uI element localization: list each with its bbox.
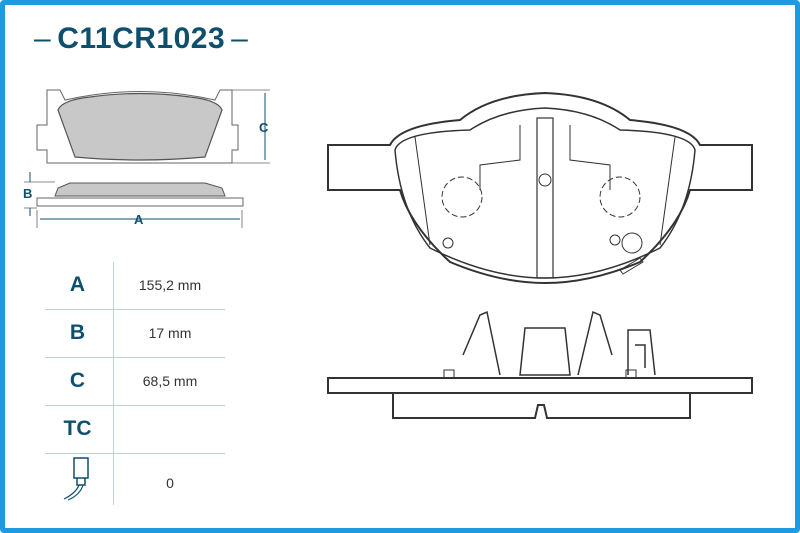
spec-label: B — [69, 321, 86, 344]
spec-row-wear-sensor: 0 — [45, 454, 225, 504]
spec-label: A — [69, 273, 86, 296]
large-pad-front-view — [327, 91, 753, 285]
title-dash-left: – — [34, 22, 52, 55]
dimension-label-b: B — [23, 186, 32, 201]
small-pad-front-view — [36, 89, 270, 164]
spec-value: 0 — [166, 475, 174, 491]
spec-label: C — [69, 369, 86, 392]
spec-value: 155,2 mm — [138, 277, 202, 293]
product-code: C11CR1023 — [57, 22, 226, 55]
table-divider — [113, 262, 114, 505]
dimension-label-c: C — [259, 120, 269, 135]
large-pad-side-view — [327, 310, 753, 419]
spec-row-a: A 155,2 mm — [45, 262, 225, 310]
dimension-label-a: A — [134, 212, 144, 227]
title-dash-right: – — [231, 22, 249, 55]
small-pad-side-view — [24, 172, 244, 228]
spec-value: 68,5 mm — [142, 373, 198, 389]
wear-sensor-icon — [63, 457, 89, 501]
product-code-title: –C11CR1023– — [28, 22, 254, 56]
spec-row-b: B 17 mm — [45, 310, 225, 358]
spec-row-tc: TC — [45, 406, 225, 454]
spec-label: TC — [63, 417, 92, 440]
spec-value: 17 mm — [148, 325, 192, 341]
spec-row-c: C 68,5 mm — [45, 358, 225, 406]
